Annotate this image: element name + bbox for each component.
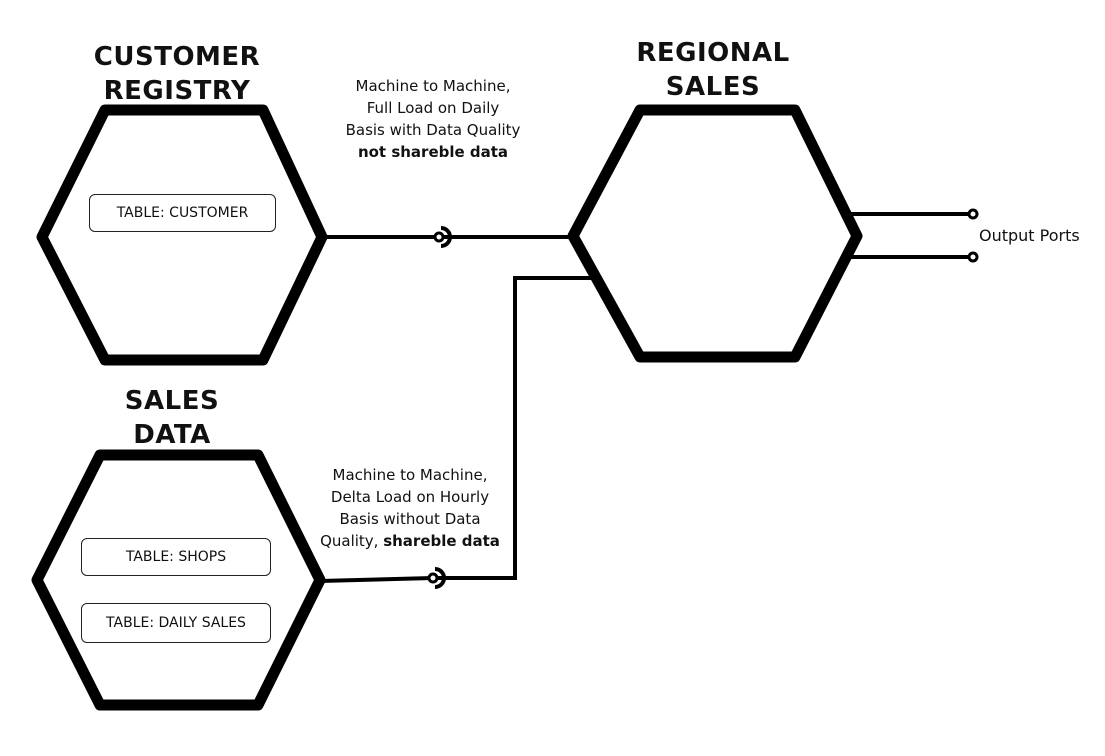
- customer-registry-hexagon[interactable]: [36, 104, 328, 366]
- note-line: Full Load on Daily: [366, 99, 500, 117]
- output-ports-label: Output Ports: [979, 226, 1080, 245]
- sharing-status: not shareble data: [357, 143, 509, 161]
- title-line: DATA: [133, 420, 211, 450]
- title-line: SALES: [665, 72, 761, 102]
- sales-data-title: SALES DATA: [125, 384, 219, 452]
- sharing-status: shareble data: [383, 532, 500, 550]
- table-daily-sales[interactable]: TABLE: DAILY SALES: [81, 603, 271, 643]
- note-line: Delta Load on Hourly: [330, 488, 490, 506]
- note-line: Machine to Machine,: [332, 466, 488, 484]
- socket-icon: [433, 226, 452, 248]
- customer-registry-title: CUSTOMER REGISTRY: [94, 40, 260, 108]
- note-line: Quality,: [320, 532, 384, 550]
- title-line: CUSTOMER: [93, 42, 261, 72]
- table-customer[interactable]: TABLE: CUSTOMER: [89, 194, 276, 232]
- output-port-icon[interactable]: [967, 208, 979, 220]
- sales-connection-line: [319, 276, 597, 583]
- title-line: REGISTRY: [103, 76, 251, 106]
- sales-data-hexagon[interactable]: [31, 449, 326, 711]
- title-line: REGIONAL: [636, 38, 790, 68]
- socket-icon: [427, 567, 446, 589]
- table-shops[interactable]: TABLE: SHOPS: [81, 538, 271, 576]
- note-line: Basis without Data: [339, 510, 481, 528]
- regional-sales-hexagon[interactable]: [567, 104, 863, 363]
- output-port-icon[interactable]: [967, 251, 979, 263]
- note-line: Machine to Machine,: [355, 77, 511, 95]
- customer-connection-description: Machine to Machine, Full Load on Daily B…: [346, 75, 521, 163]
- title-line: SALES: [124, 386, 220, 416]
- regional-sales-title: REGIONAL SALES: [636, 36, 789, 104]
- sales-connection-description: Machine to Machine, Delta Load on Hourly…: [320, 464, 500, 552]
- note-line: Basis with Data Quality: [345, 121, 521, 139]
